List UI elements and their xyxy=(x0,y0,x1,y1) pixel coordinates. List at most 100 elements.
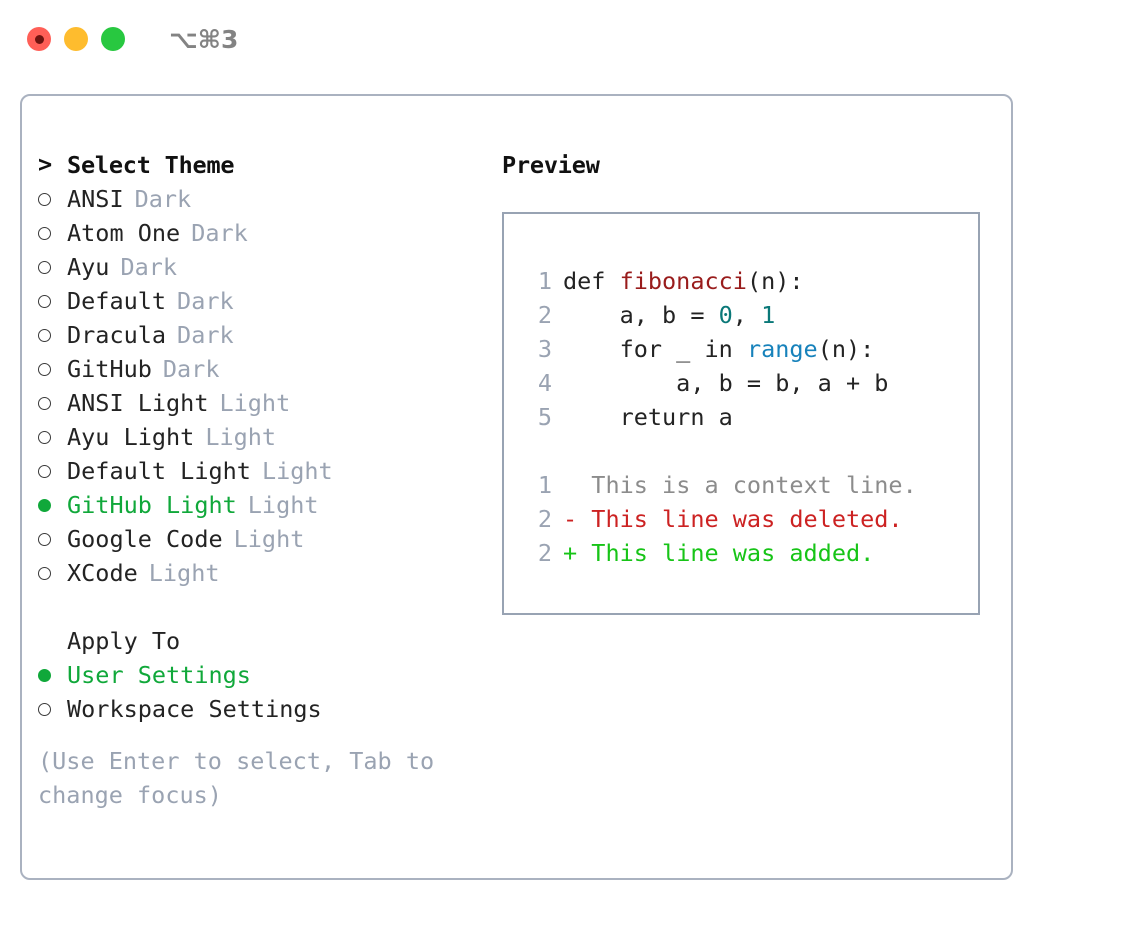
radio-dot xyxy=(38,566,51,580)
apply-to-option-workspace-settings[interactable]: Workspace Settings xyxy=(38,692,488,726)
prompt-caret-icon: > xyxy=(38,150,52,179)
diff-sample: 1 This is a context line. 2- This line wa… xyxy=(504,468,978,570)
line-number: 5 xyxy=(537,403,552,431)
line-number: 2 xyxy=(537,505,552,533)
code-token-plain: a, b = xyxy=(563,301,719,329)
theme-variant-tag: Dark xyxy=(177,321,234,349)
window-controls xyxy=(27,27,125,51)
code-token-func: fibonacci xyxy=(619,267,747,295)
list-spacer xyxy=(38,590,488,624)
code-token-num: 1 xyxy=(761,301,776,329)
code-token-plain: a, b = b, a + b xyxy=(563,369,889,397)
line-number: 3 xyxy=(537,335,552,363)
theme-option-ansi[interactable]: ANSI Dark xyxy=(38,182,488,216)
line-number: 1 xyxy=(537,267,552,295)
code-line: 2 a, b = 0, 1 xyxy=(504,298,978,332)
radio-dot xyxy=(38,362,51,376)
radio-dot xyxy=(38,226,51,240)
radio-dot xyxy=(38,532,51,546)
theme-variant-tag: Dark xyxy=(120,253,178,281)
theme-variant-tag: Dark xyxy=(191,219,248,247)
radio-dot xyxy=(38,294,51,308)
theme-option-github-light[interactable]: GitHub Light Light xyxy=(38,488,488,522)
theme-variant-tag: Light xyxy=(219,389,291,417)
diff-line-ctx: 1 This is a context line. xyxy=(504,468,978,502)
theme-option-github[interactable]: GitHub Dark xyxy=(38,352,488,386)
radio-dot xyxy=(38,328,51,342)
keyboard-shortcut-label: ⌥⌘3 xyxy=(169,24,239,54)
theme-option-ayu[interactable]: Ayu Dark xyxy=(38,250,488,284)
radio-dot xyxy=(38,396,51,410)
radio-selected-icon xyxy=(38,498,67,512)
code-token-plain: def xyxy=(563,267,620,295)
radio-unselected-icon xyxy=(38,328,67,342)
radio-dot xyxy=(38,430,51,444)
line-number: 2 xyxy=(537,539,552,567)
preview-title: Preview xyxy=(502,151,600,179)
radio-unselected-icon xyxy=(38,430,67,444)
code-line: 1 def fibonacci(n): xyxy=(504,264,978,298)
title-bar: ⌥⌘3 xyxy=(0,0,1140,78)
minimize-button[interactable] xyxy=(64,27,88,51)
theme-variant-tag: Dark xyxy=(162,355,220,383)
theme-option-label: Dracula xyxy=(67,321,167,349)
line-number: 2 xyxy=(537,301,552,329)
code-token-num: 0 xyxy=(718,301,733,329)
theme-option-ansi-light[interactable]: ANSI Light Light xyxy=(38,386,488,420)
radio-unselected-icon xyxy=(38,702,67,716)
code-line: 4 a, b = b, a + b xyxy=(504,366,978,400)
radio-dot xyxy=(38,668,51,682)
theme-option-label: GitHub Light xyxy=(67,491,237,519)
line-number: 4 xyxy=(537,369,552,397)
diff-sign xyxy=(563,471,577,499)
theme-option-label: XCode xyxy=(67,559,138,587)
diff-line-text: This line was added. xyxy=(577,539,875,567)
maximize-button[interactable] xyxy=(101,27,125,51)
code-sample: 1 def fibonacci(n): 2 a, b = 0, 1 3 for _ i… xyxy=(504,264,978,434)
code-line-text: a, b = 0, 1 xyxy=(563,301,776,329)
code-line-text: return a xyxy=(563,403,733,431)
apply-to-option-user-settings[interactable]: User Settings xyxy=(38,658,488,692)
code-token-plain: , xyxy=(732,301,762,329)
theme-option-label: ANSI xyxy=(67,185,124,213)
keyboard-hint-text: (Use Enter to select, Tab to change focu… xyxy=(38,747,449,809)
theme-option-label: Default Light xyxy=(67,457,251,485)
theme-variant-tag: Dark xyxy=(134,185,192,213)
theme-option-xcode[interactable]: XCode Light xyxy=(38,556,488,590)
theme-variant-tag: Light xyxy=(148,559,220,587)
theme-variant-tag: Light xyxy=(205,423,277,451)
theme-option-label: ANSI Light xyxy=(67,389,209,417)
code-diff-spacer xyxy=(504,434,978,468)
diff-sign: - xyxy=(563,505,578,533)
radio-unselected-icon xyxy=(38,362,67,376)
code-line: 5 return a xyxy=(504,400,978,434)
line-number: 1 xyxy=(537,471,552,499)
apply-to-option-label: User Settings xyxy=(67,661,251,689)
theme-option-label: Atom One xyxy=(67,219,181,247)
preview-box: 1 def fibonacci(n): 2 a, b = 0, 1 3 for _ i… xyxy=(502,212,980,615)
theme-option-dracula[interactable]: Dracula Dark xyxy=(38,318,488,352)
theme-option-atom-one[interactable]: Atom One Dark xyxy=(38,216,488,250)
code-token-plain: (n): xyxy=(746,267,804,295)
radio-unselected-icon xyxy=(38,396,67,410)
theme-option-label: GitHub xyxy=(67,355,152,383)
diff-line-add: 2 + This line was added. xyxy=(504,536,978,570)
radio-dot xyxy=(38,702,51,716)
close-button[interactable] xyxy=(27,27,51,51)
diff-sign: + xyxy=(563,539,578,567)
select-theme-title: Select Theme xyxy=(67,151,235,179)
code-token-plain: for _ in xyxy=(563,335,747,363)
radio-dot xyxy=(38,498,51,512)
radio-unselected-icon xyxy=(38,192,67,206)
theme-option-label: Google Code xyxy=(67,525,223,553)
radio-unselected-icon xyxy=(38,566,67,580)
theme-variant-tag: Light xyxy=(247,491,319,519)
theme-option-label: Ayu xyxy=(67,253,110,281)
radio-dot xyxy=(38,464,51,478)
